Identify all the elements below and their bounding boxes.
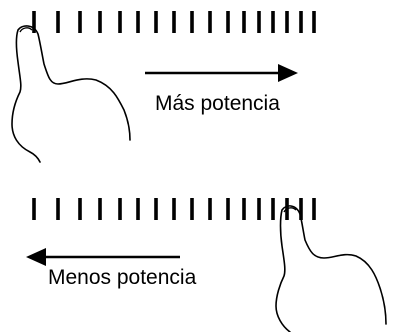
- top-panel: [11, 11, 316, 163]
- arrow-right-icon: [145, 64, 298, 82]
- bottom-panel: [26, 198, 387, 332]
- arrow-left-icon: [26, 248, 180, 266]
- less-power-label: Menos potencia: [48, 266, 197, 289]
- fingernail-top: [19, 27, 33, 33]
- fingernail-bottom: [283, 207, 297, 213]
- more-power-label: Más potencia: [155, 92, 280, 115]
- hand-pointing-icon: [275, 205, 387, 332]
- power-scale-bottom: [32, 198, 316, 220]
- power-scale-top: [32, 11, 316, 33]
- hand-pointing-icon: [11, 25, 131, 163]
